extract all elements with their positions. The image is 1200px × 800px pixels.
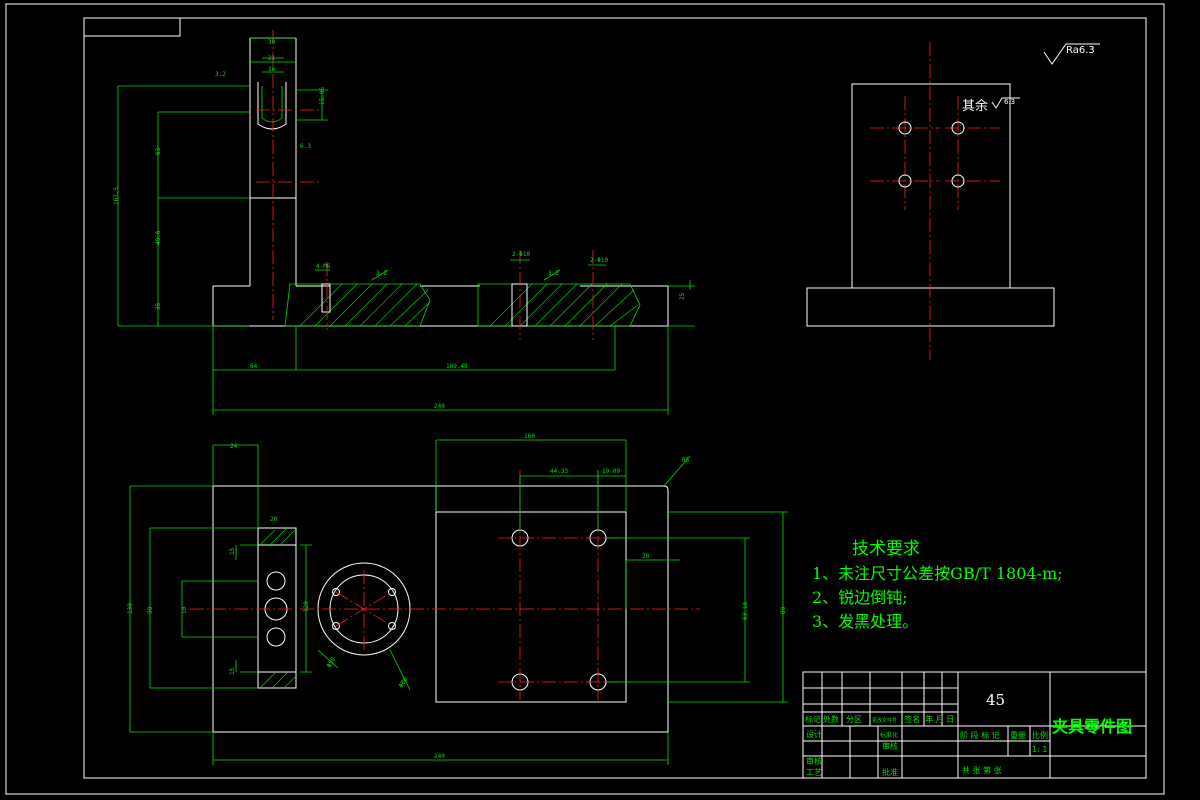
dim-plan-h: 80 [780, 606, 787, 614]
tb-review: 审核 [806, 756, 822, 766]
dim-roughness-top: 3.2 [215, 71, 226, 78]
tb-header-date: 年 月 日 [925, 714, 954, 724]
dim-slot-inner: 16 [268, 66, 276, 73]
tb-audit: 审核 [882, 741, 898, 751]
outer-border [5, 3, 1165, 795]
dim-slot-width: 21 [268, 55, 276, 62]
dim-left-small1: 15 [229, 547, 236, 555]
dim-plan-top: 160 [524, 433, 535, 440]
dim-left-small3: 10 [181, 606, 188, 614]
tb-stage: 阶 段 标 记 [960, 730, 1000, 740]
tb-drawing-title: 夹具零件图 [1052, 717, 1132, 736]
tb-header-sign: 签名 [904, 714, 920, 724]
tb-header-count: 处数 [823, 714, 839, 724]
dim-slot-depth: 15.05 [319, 87, 326, 105]
side-view [806, 42, 1055, 360]
dim-hole-small: 4-M6 [316, 263, 331, 270]
inner-frame [83, 17, 1147, 779]
tb-design: 设计 [806, 729, 822, 739]
dim-left-block-w: 20 [270, 516, 278, 523]
dim-hole-x2: 19.09 [602, 468, 620, 475]
dim-plan-left-inner: 90 [147, 606, 154, 614]
tb-header-change: 更改文件号 [872, 717, 897, 724]
dim-plan-total: 240 [434, 753, 445, 760]
notes-line-3: 3、发黑处理。 [812, 612, 918, 631]
notes-line-1: 1、未注尺寸公差按GB/T 1804-m; [812, 564, 1063, 583]
dim-plan-small: 20 [642, 553, 650, 560]
technical-notes: 技术要求 1、未注尺寸公差按GB/T 1804-m; 2、锐边倒钝; 3、发黑处… [812, 539, 1063, 631]
tb-header-zone: 分区 [846, 715, 862, 724]
roughness-main: Ra6.3 [1043, 43, 1100, 65]
dim-height-total: 167.5 [113, 187, 120, 205]
tb-standard: 标准化 [880, 731, 898, 739]
dim-height-upper: 63 [155, 147, 162, 155]
dim-height-base: 35 [155, 302, 162, 310]
dim-height-mid: 49.6 [155, 230, 162, 245]
dim-corner: R5 [682, 457, 690, 464]
dim-rough-b: 3.2 [548, 270, 559, 277]
tb-approve: 批准 [882, 767, 898, 777]
svg-text:其余: 其余 [962, 98, 988, 114]
tb-scale: 1: 1 [1032, 745, 1047, 754]
tb-material: 45 [986, 691, 1005, 709]
dim-circle-b: Φ50 [326, 656, 338, 669]
dim-plan-inner-h: 63.18 [742, 602, 749, 620]
svg-text:6.3: 6.3 [1004, 98, 1015, 106]
notes-heading: 技术要求 [852, 539, 920, 559]
dim-total-length: 240 [434, 403, 445, 410]
roughness-other: 其余 6.3 [962, 97, 1020, 114]
dim-span-mid: 169.48 [446, 363, 468, 370]
tb-scale-label: 比例 [1032, 730, 1048, 740]
dim-hole-a: 2-Φ10 [512, 251, 530, 258]
tb-weight: 重量 [1010, 730, 1026, 740]
dim-offset-left: 64 [250, 363, 258, 370]
dim-base-right: 25 [679, 292, 686, 300]
corner-box [84, 18, 181, 37]
dim-plan-left-w: 24 [230, 443, 238, 450]
tb-sheets: 共 张 第 张 [962, 765, 1002, 775]
dim-hole-x1: 44.33 [550, 468, 568, 475]
svg-text:Ra6.3: Ra6.3 [1066, 45, 1095, 56]
dim-rough-c: 6.3 [300, 143, 311, 150]
dim-plan-left-h: 120 [303, 601, 310, 612]
dim-hole-b: 2-Φ10 [590, 257, 608, 264]
front-view: 167.5 63 49.6 35 39 21 16 3.2 15.05 25 4… [113, 30, 695, 415]
notes-line-2: 2、锐边倒钝; [812, 588, 908, 607]
dim-circle-a: Φ80 [398, 676, 410, 689]
dim-top-width: 39 [268, 39, 276, 46]
dim-rough-a: 3.2 [376, 270, 387, 277]
tb-header-mark: 标记 [805, 714, 821, 724]
plan-view: 130 90 10 24 20 15 15 120 160 44.33 19.0… [127, 433, 788, 765]
dim-left-small2: 15 [229, 667, 236, 675]
title-block: 标记 处数 分区 更改文件号 签名 年 月 日 设计 标准化 审核 审核 工艺 … [802, 671, 1147, 779]
dim-plan-width: 130 [127, 603, 134, 614]
tb-process: 工艺 [806, 768, 822, 777]
